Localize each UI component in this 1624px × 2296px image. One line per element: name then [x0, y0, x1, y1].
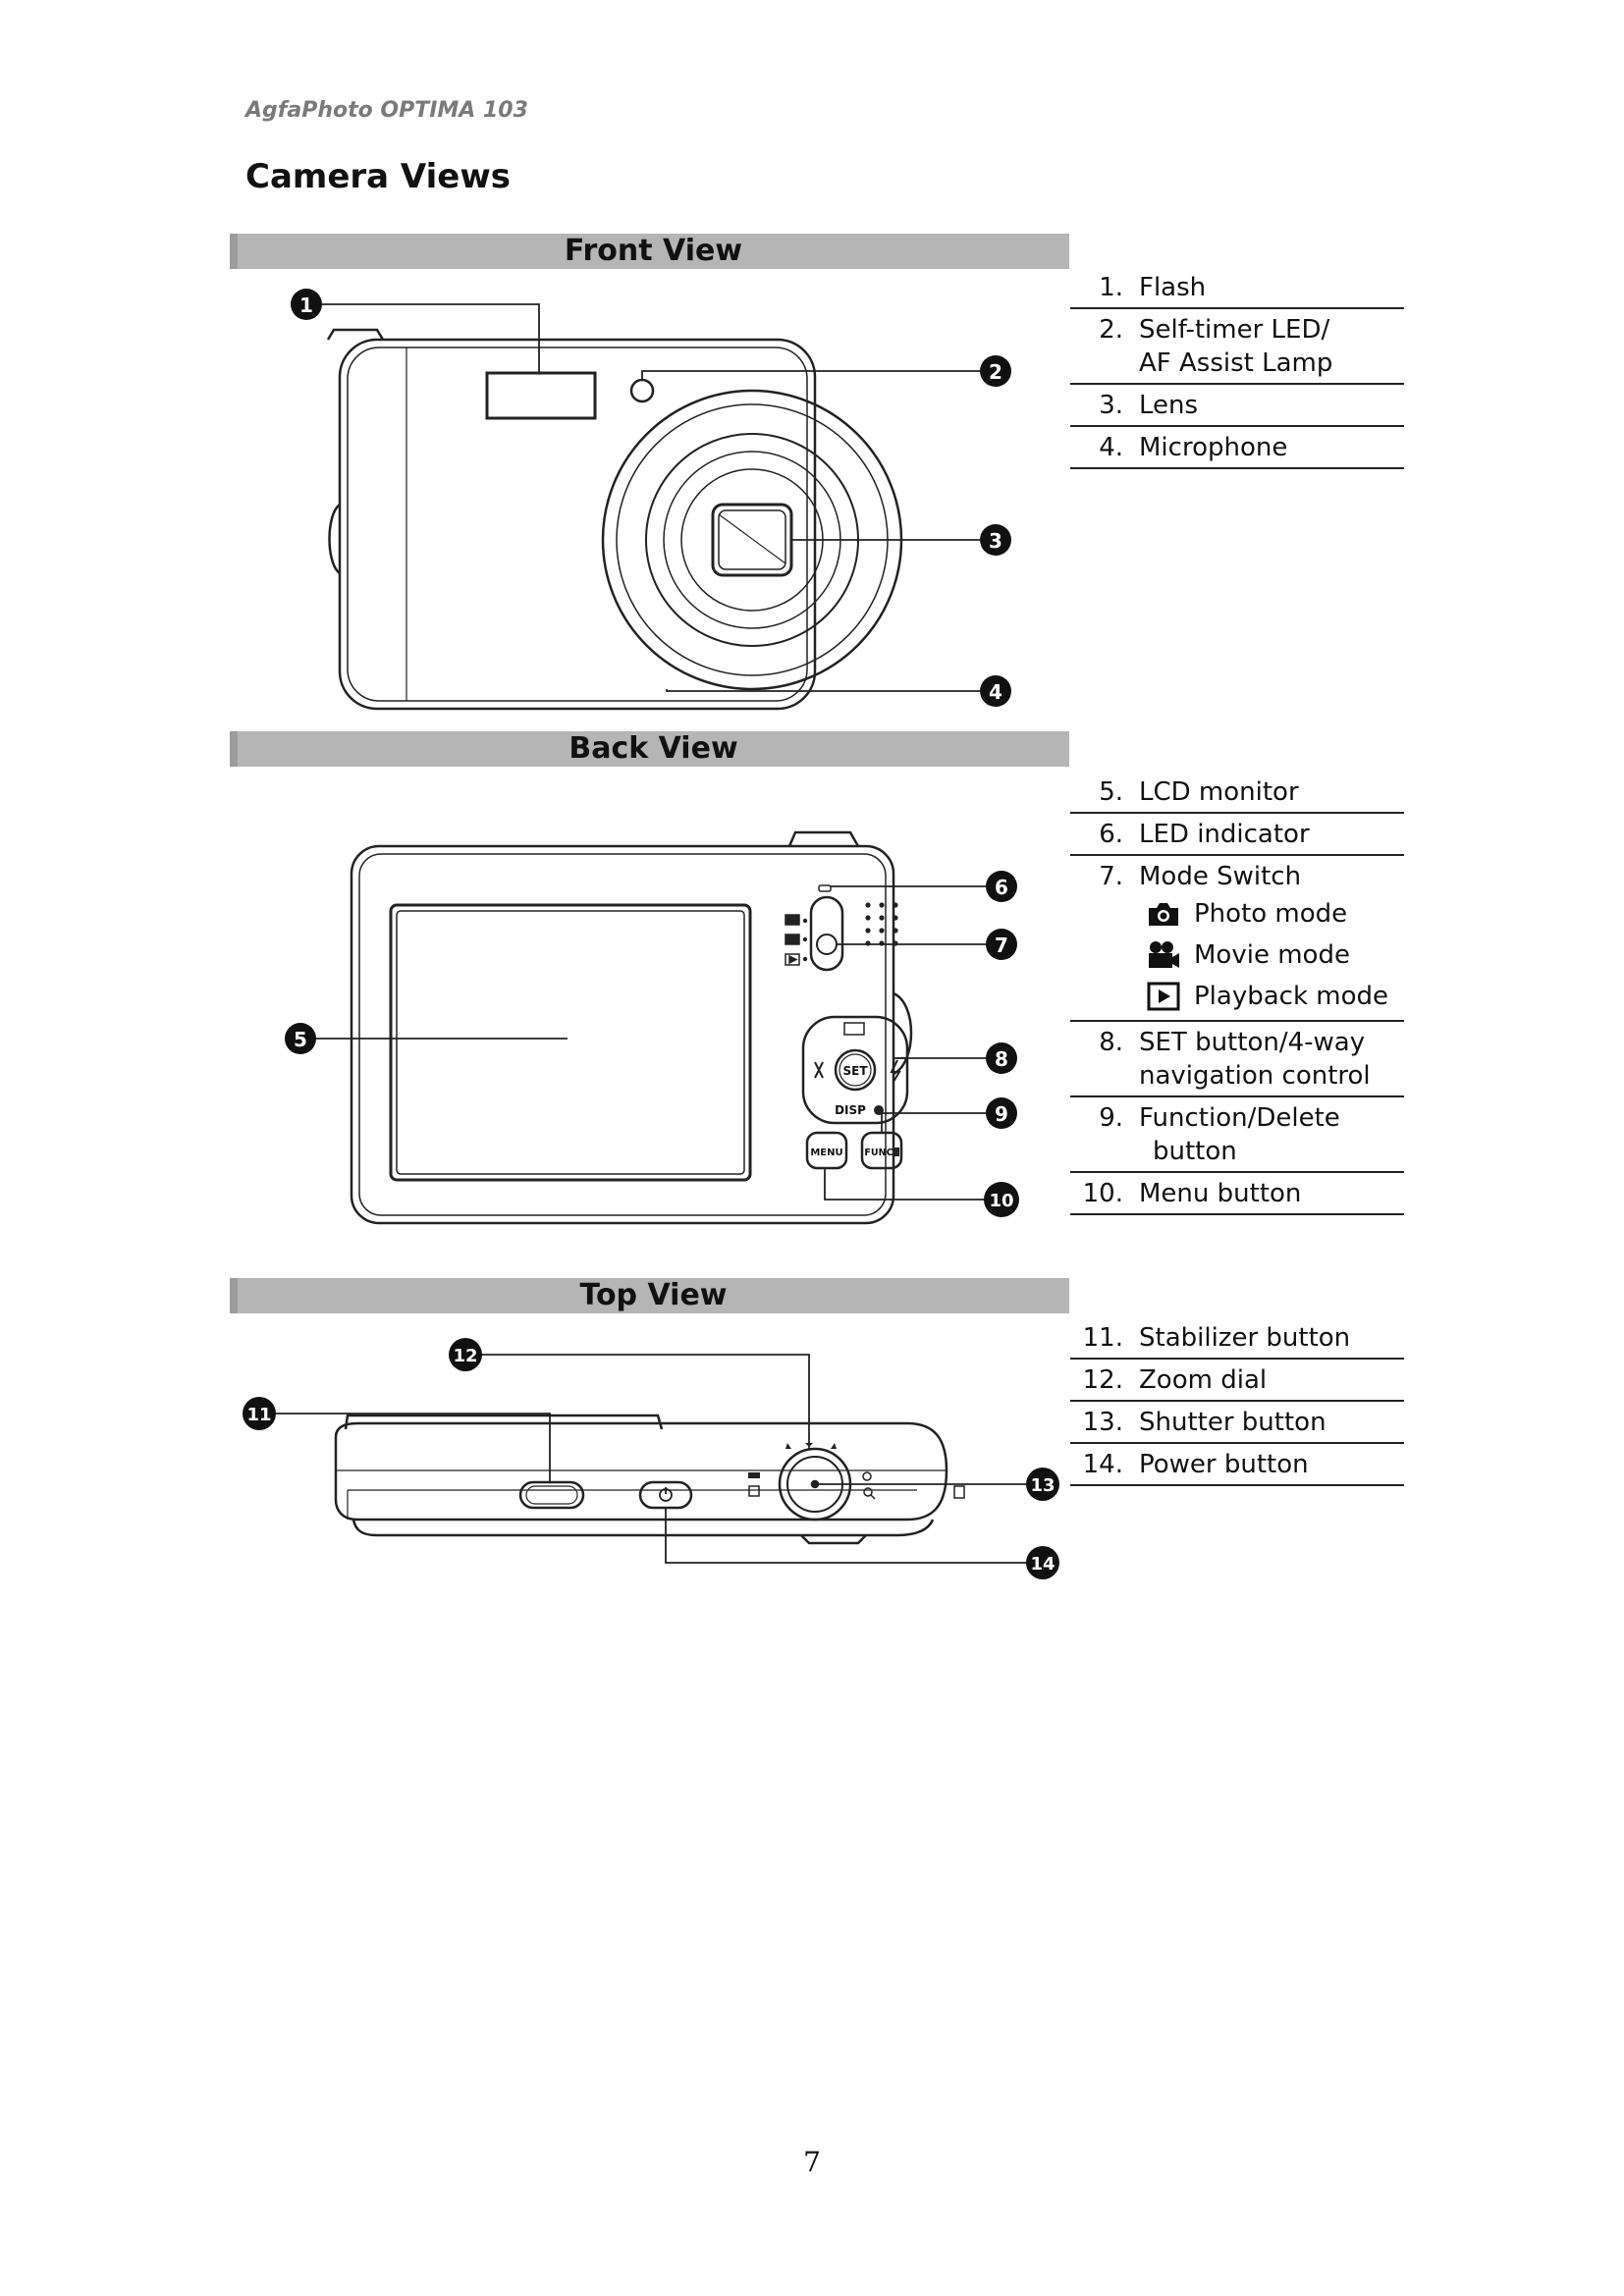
- legend-number: 4.: [1099, 433, 1123, 462]
- front-view-callouts: 1 2 3 4: [291, 289, 1011, 707]
- section-title-back-view: Back View: [230, 731, 1069, 767]
- legend-line: AF Assist Lamp: [1139, 348, 1333, 378]
- legend-line: Self-timer LED/: [1139, 315, 1330, 345]
- legend-item: 14. Power button: [1070, 1444, 1404, 1486]
- trash-icon: [893, 1148, 899, 1156]
- legend-number: 11.: [1082, 1323, 1123, 1353]
- legend-number: 6.: [1099, 820, 1123, 849]
- legend-label: Mode Switch Photo mode Movie mode: [1139, 860, 1404, 1017]
- legend-label: Lens: [1139, 391, 1199, 420]
- legend-item: 9. Function/Delete button: [1070, 1097, 1404, 1173]
- legend-label: Function/Delete button: [1139, 1101, 1404, 1168]
- legend-number: 14.: [1082, 1450, 1123, 1479]
- back-view-diagram: SET DISP MENU FUNC 5 6 7 8 9 10: [285, 830, 1019, 1225]
- mode-row-movie: Movie mode: [1139, 934, 1404, 976]
- callout-number: 4: [989, 680, 1002, 704]
- running-header: AgfaPhoto OPTIMA 103: [245, 98, 528, 123]
- legend-label: Zoom dial: [1139, 1365, 1268, 1395]
- legend-number: 8.: [1099, 1028, 1123, 1057]
- legend-number: 7.: [1099, 862, 1123, 891]
- legend-number: 12.: [1082, 1365, 1123, 1395]
- legend-label: Flash: [1139, 273, 1207, 302]
- back-view-legend: 5. LCD monitor 6. LED indicator 7. Mode …: [1070, 772, 1404, 1215]
- legend-line: Mode Switch: [1139, 862, 1302, 891]
- legend-label: Stabilizer button: [1139, 1323, 1351, 1353]
- legend-item: 7. Mode Switch Photo mode Movie mode: [1070, 856, 1404, 1022]
- legend-label: SET button/4-way navigation control: [1139, 1026, 1404, 1093]
- legend-label: Power button: [1139, 1450, 1309, 1479]
- legend-line: Function/Delete: [1139, 1103, 1340, 1133]
- mode-row-photo: Photo mode: [1139, 893, 1404, 934]
- legend-item: 4. Microphone: [1070, 427, 1404, 469]
- legend-number: 9.: [1099, 1103, 1123, 1133]
- legend-item: 10. Menu button: [1070, 1173, 1404, 1215]
- camera-icon: [1149, 903, 1178, 926]
- mode-row-playback: Playback mode: [1139, 976, 1404, 1017]
- front-view-diagram: 1 2 3 4: [291, 289, 1011, 711]
- legend-line: navigation control: [1139, 1061, 1371, 1091]
- legend-item: 12. Zoom dial: [1070, 1360, 1404, 1402]
- legend-label: Microphone: [1139, 433, 1288, 462]
- legend-item: 5. LCD monitor: [1070, 772, 1404, 814]
- legend-number: 10.: [1082, 1179, 1123, 1208]
- legend-label: Menu button: [1139, 1179, 1302, 1208]
- movie-camera-icon: [1149, 941, 1179, 968]
- mode-label: Movie mode: [1194, 940, 1350, 970]
- callout-marker: [291, 289, 322, 320]
- callout-number: 11: [246, 1405, 271, 1425]
- callout-number: 9: [995, 1102, 1008, 1126]
- legend-item: 13. Shutter button: [1070, 1402, 1404, 1444]
- back-view-callouts: 5 6 7 8 9 10: [285, 871, 1019, 1217]
- top-view-callouts: 11 12 13 14: [243, 1338, 1059, 1579]
- callout-number: 7: [995, 934, 1008, 957]
- callout-marker: [980, 675, 1011, 707]
- legend-line: button: [1153, 1137, 1237, 1166]
- callout-marker: [980, 355, 1011, 387]
- top-view-diagram: 11 12 13 14: [243, 1338, 1059, 1579]
- legend-number: 5.: [1099, 777, 1123, 807]
- legend-line: SET button/4-way: [1139, 1028, 1366, 1057]
- callout-number: 6: [995, 876, 1008, 899]
- section-title-front-view: Front View: [230, 234, 1069, 269]
- callout-marker: [980, 524, 1011, 556]
- legend-label: Self-timer LED/ AF Assist Lamp: [1139, 313, 1404, 380]
- set-button-label: SET: [842, 1064, 868, 1078]
- top-view-legend: 11. Stabilizer button 12. Zoom dial 13. …: [1070, 1317, 1404, 1486]
- front-view-legend: 1. Flash 2. Self-timer LED/ AF Assist La…: [1070, 267, 1404, 469]
- page-title: Camera Views: [245, 157, 512, 196]
- callout-number: 5: [294, 1028, 307, 1051]
- page-number: 7: [803, 2146, 821, 2178]
- legend-label: LCD monitor: [1139, 777, 1299, 807]
- disp-button-label: DISP: [835, 1103, 866, 1117]
- legend-item: 8. SET button/4-way navigation control: [1070, 1022, 1404, 1097]
- section-title-top-view: Top View: [230, 1278, 1069, 1313]
- menu-button-label: MENU: [810, 1148, 842, 1158]
- callout-number: 10: [989, 1191, 1013, 1211]
- legend-item: 11. Stabilizer button: [1070, 1317, 1404, 1360]
- legend-number: 13.: [1082, 1408, 1123, 1437]
- callout-number: 12: [453, 1346, 477, 1366]
- legend-number: 1.: [1099, 273, 1123, 302]
- legend-label: LED indicator: [1139, 820, 1310, 849]
- callout-number: 13: [1030, 1475, 1055, 1496]
- callout-number: 3: [989, 529, 1002, 553]
- func-button-label: FUNC: [864, 1148, 893, 1158]
- mode-label: Playback mode: [1194, 982, 1389, 1011]
- legend-item: 6. LED indicator: [1070, 814, 1404, 856]
- legend-number: 3.: [1099, 391, 1123, 420]
- legend-number: 2.: [1099, 315, 1123, 345]
- mode-label: Photo mode: [1194, 899, 1348, 929]
- callout-number: 8: [995, 1047, 1008, 1071]
- legend-item: 2. Self-timer LED/ AF Assist Lamp: [1070, 309, 1404, 385]
- legend-label: Shutter button: [1139, 1408, 1326, 1437]
- callout-number: 14: [1030, 1554, 1055, 1575]
- callout-number: 2: [989, 360, 1002, 384]
- help-icon: [874, 1105, 884, 1115]
- legend-item: 1. Flash: [1070, 267, 1404, 309]
- playback-icon: [1147, 982, 1180, 1011]
- callout-number: 1: [299, 294, 313, 317]
- legend-item: 3. Lens: [1070, 385, 1404, 427]
